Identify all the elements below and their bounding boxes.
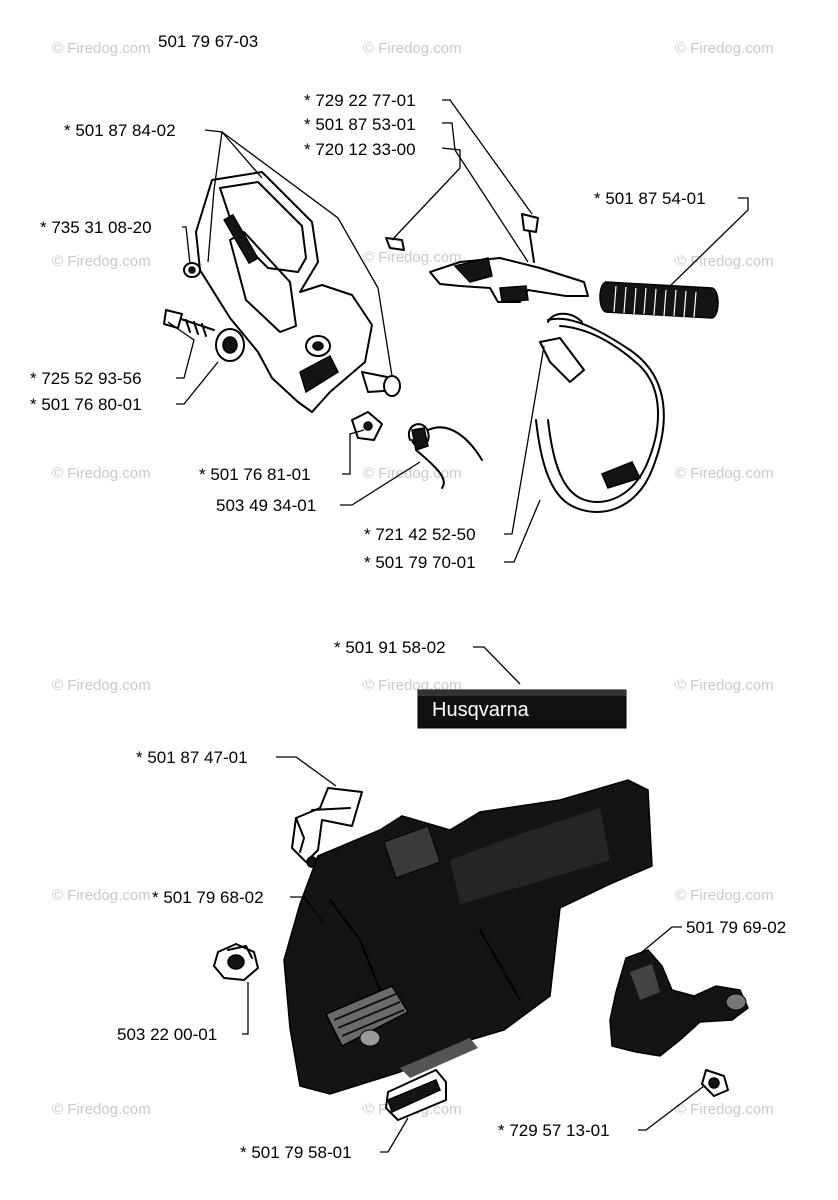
watermark: © Firedog.com (675, 887, 774, 904)
watermark: © Firedog.com (675, 1101, 774, 1118)
watermark: © Firedog.com (52, 1101, 151, 1118)
part-label: 503 22 00-01 (117, 1025, 217, 1044)
part-label: * 501 87 47-01 (136, 748, 248, 767)
watermark: © Firedog.com (675, 465, 774, 482)
part-label: * 729 22 77-01 (304, 91, 416, 110)
part-label: * 501 79 68-02 (152, 888, 264, 907)
part-label: * 501 76 80-01 (30, 395, 142, 414)
part-label: * 501 87 53-01 (304, 115, 416, 134)
part-label: * 501 87 54-01 (594, 189, 706, 208)
upper-leader-lines (167, 99, 749, 563)
part-label: * 729 57 13-01 (498, 1121, 610, 1140)
brake-band (535, 317, 665, 513)
part-label: * 725 52 93-56 (30, 369, 142, 388)
part-label: * 721 42 52-50 (364, 525, 476, 544)
part-label: * 501 91 58-02 (334, 638, 446, 657)
watermark: © Firedog.com (52, 677, 151, 694)
lower-leader-lines (242, 646, 705, 1153)
watermark: © Firedog.com (363, 249, 462, 266)
watermark: © Firedog.com (52, 253, 151, 270)
grip-sleeve (599, 281, 719, 319)
clutch-cover-illustration: Husqvarna (213, 689, 749, 1121)
part-labels: * 729 22 77-01 * 501 87 53-01 * 720 12 3… (30, 91, 786, 1162)
watermark: © Firedog.com (363, 40, 462, 57)
part-label: * 501 79 58-01 (240, 1143, 352, 1162)
guard-slot (223, 213, 259, 265)
watermark: © Firedog.com (675, 40, 774, 57)
watermark: © Firedog.com (52, 887, 151, 904)
assembly-part-number: 501 79 67-03 (158, 32, 258, 51)
part-label: * 501 76 81-01 (199, 465, 311, 484)
part-label: 503 49 34-01 (216, 496, 316, 515)
part-label: * 501 87 84-02 (64, 121, 176, 140)
watermark: © Firedog.com (675, 677, 774, 694)
decal-text: Husqvarna (432, 699, 530, 721)
part-label: 501 79 69-02 (686, 918, 786, 937)
chain-brake-illustration (163, 171, 719, 513)
chain-guide-plate (291, 787, 363, 863)
part-label: * 735 31 08-20 (40, 218, 152, 237)
watermark: © Firedog.com (52, 465, 151, 482)
part-label: * 720 12 33-00 (304, 140, 416, 159)
watermark: © Firedog.com (52, 40, 151, 57)
part-label: * 501 79 70-01 (364, 553, 476, 572)
